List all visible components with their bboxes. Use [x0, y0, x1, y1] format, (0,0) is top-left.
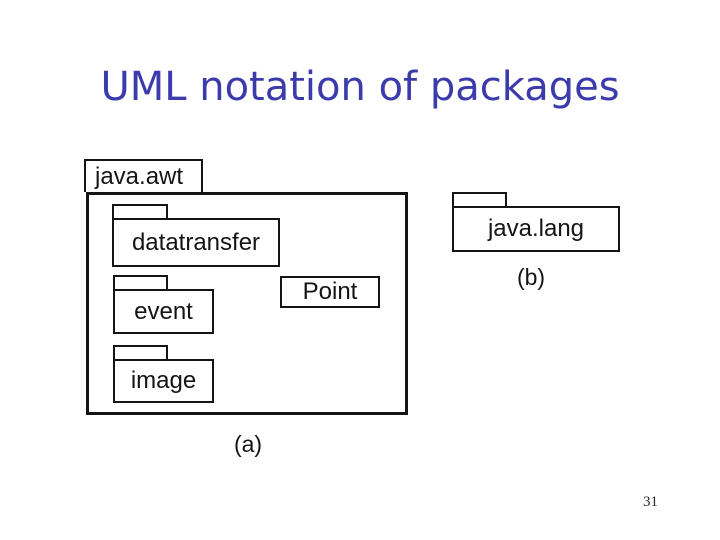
java-awt-package-body	[86, 192, 408, 415]
java-lang-package-name: java.lang	[487, 215, 585, 242]
point-class-name: Point	[302, 278, 358, 305]
datatransfer-package-body: datatransfer	[112, 218, 280, 267]
image-package-name: image	[130, 367, 197, 394]
page-number: 31	[643, 494, 658, 510]
slide-title: UML notation of packages	[100, 64, 620, 110]
java-lang-package-body: java.lang	[452, 206, 620, 252]
datatransfer-package-name: datatransfer	[131, 228, 261, 256]
event-package-body: event	[113, 289, 214, 334]
point-class-box: Point	[280, 276, 380, 308]
caption-a: (a)	[233, 431, 263, 457]
event-package-name: event	[134, 297, 193, 325]
image-package-tab	[113, 345, 168, 359]
datatransfer-package-tab	[112, 204, 168, 218]
image-package-body: image	[113, 359, 214, 403]
java-awt-package-tab: java.awt	[84, 159, 203, 192]
caption-b: (b)	[516, 264, 546, 290]
java-lang-package-tab	[452, 192, 507, 206]
event-package-tab	[113, 275, 168, 289]
java-awt-package-name: java.awt	[95, 162, 184, 190]
